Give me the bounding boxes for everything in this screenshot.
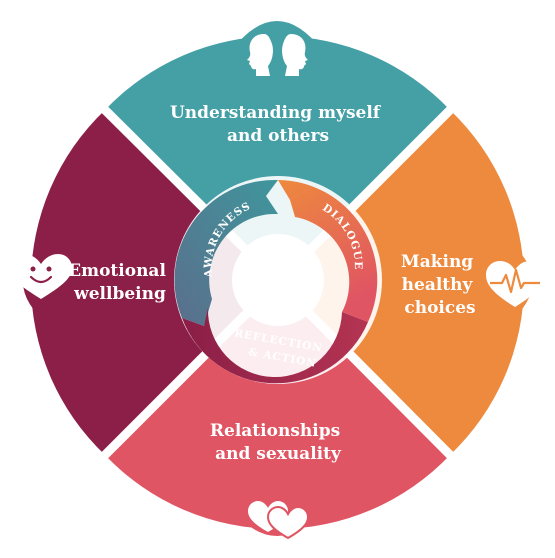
two-faces-icon bbox=[247, 34, 308, 76]
ring-center bbox=[232, 234, 324, 326]
quadrant-right-shape bbox=[278, 110, 525, 455]
ring-segment-dialogue bbox=[278, 180, 378, 322]
quadrant-top-shape bbox=[105, 35, 450, 283]
quadrant-left-shape bbox=[30, 110, 279, 455]
quadrant-right-label: Making healthy choices bbox=[401, 252, 479, 318]
quadrant-left-label: Emotional wellbeing bbox=[68, 261, 172, 304]
quadrant-bottom-label: Relationships and sexuality bbox=[210, 421, 346, 464]
heartbeat-heart-icon bbox=[486, 261, 544, 307]
quadrant-bottom-shape bbox=[105, 282, 450, 530]
quadrant-top-label: Understanding myself and others bbox=[170, 103, 386, 146]
inner-ring bbox=[174, 179, 378, 384]
ring-segment-reflection bbox=[182, 308, 368, 384]
quadrant-top-tab bbox=[232, 21, 322, 50]
smiley-heart-icon bbox=[10, 254, 72, 299]
ring-segment-awareness bbox=[174, 179, 278, 326]
two-hearts-icon bbox=[248, 501, 310, 540]
